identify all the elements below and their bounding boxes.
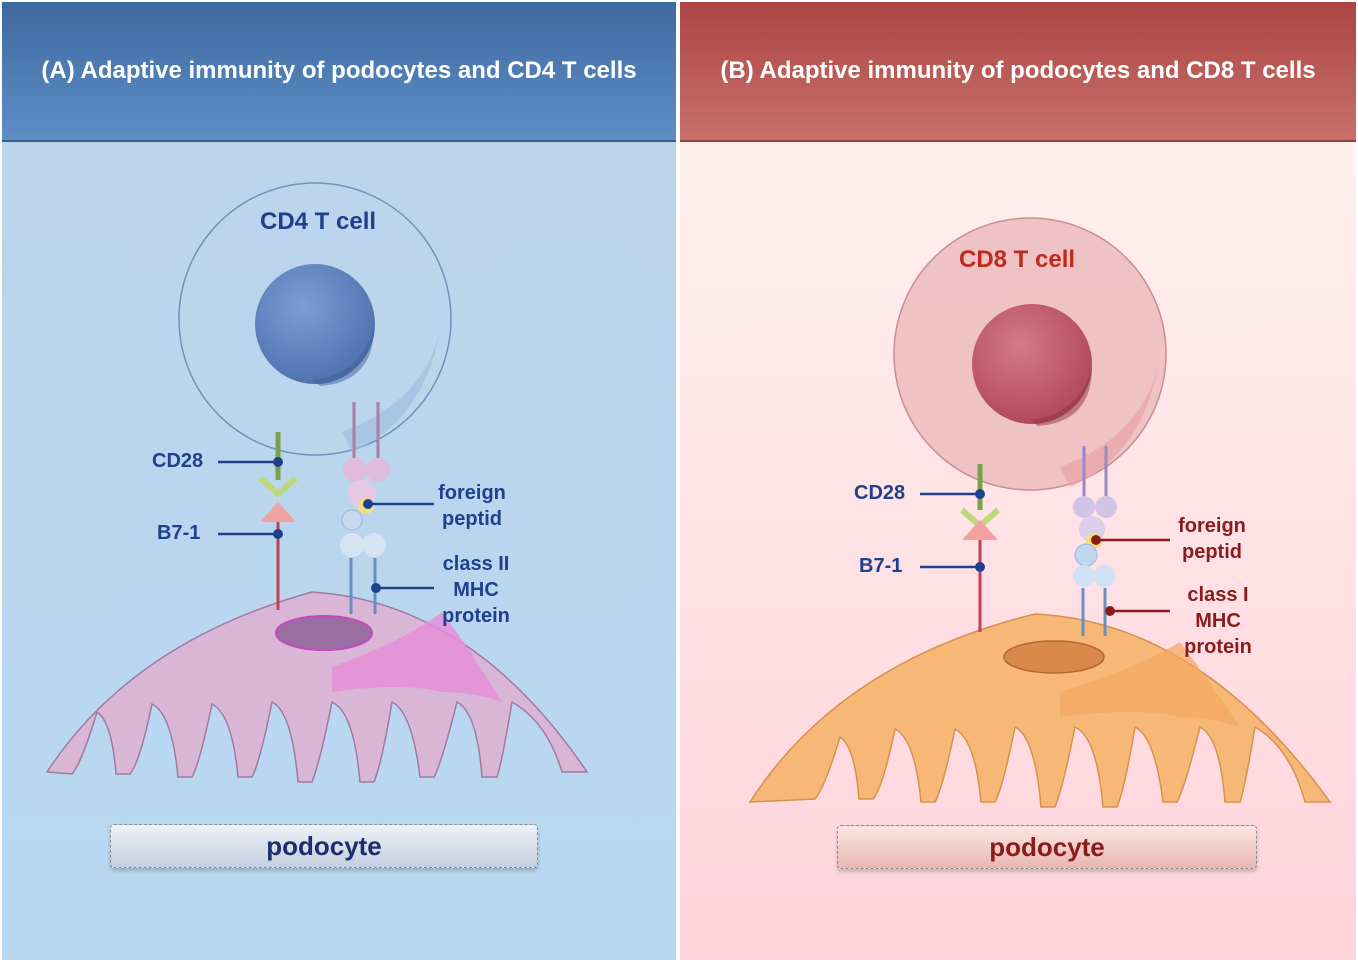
mhc-label: class II MHC protein	[434, 551, 518, 629]
cd28-leader-dot	[273, 457, 283, 467]
nucleus-shadow	[312, 327, 374, 386]
cd28-label: CD28	[152, 450, 204, 472]
cd4-diagram	[45, 182, 589, 783]
mhc-leader-dot	[1105, 606, 1115, 616]
b7-1-label: B7-1	[157, 522, 201, 544]
t-cell-highlight	[342, 332, 440, 452]
b7-1-leader-dot	[975, 562, 985, 572]
cd28-leader-dot	[975, 489, 985, 499]
panel-cd4: (A) Adaptive immunity of podocytes and C…	[0, 0, 678, 962]
foreign-peptide-line-1: foreign	[1178, 515, 1246, 537]
mhc-domain	[1093, 565, 1115, 587]
podocyte-label: podocyte	[989, 831, 1105, 862]
mhc-line-1: class II	[442, 553, 510, 575]
podocyte-nucleus	[275, 615, 373, 651]
foreign-peptide-label: foreign peptid	[1170, 513, 1254, 565]
mhc-line-3: protein	[442, 605, 510, 627]
podocyte-process-highlight	[1060, 642, 1240, 727]
b7-1-ligand	[260, 502, 296, 522]
cd28-label: CD28	[854, 482, 906, 504]
mhc-domain	[362, 533, 386, 557]
peptide-leader-dot	[1091, 535, 1101, 545]
mhc-line-2: MHC	[1195, 610, 1241, 632]
cd8-cell-label: CD8 T cell	[959, 246, 1076, 273]
mhc-domain	[340, 533, 364, 557]
podocyte-process-highlight	[332, 612, 502, 702]
cd4-cell-label: CD4 T cell	[260, 208, 377, 235]
podocyte-label: podocyte	[266, 830, 382, 861]
mhc-line-1: class I	[1187, 584, 1249, 606]
nucleus-shadow	[1030, 367, 1092, 426]
tcr-domain	[343, 458, 367, 482]
cd8-nucleus	[972, 304, 1092, 424]
cd4-nucleus	[255, 264, 375, 384]
panel-a-title: (A) Adaptive immunity of podocytes and C…	[41, 57, 637, 84]
b7-1-ligand	[962, 520, 998, 540]
cd28-receptor	[258, 475, 298, 499]
mhc-domain	[1074, 543, 1098, 567]
podocyte-nucleus	[1003, 640, 1105, 674]
cd8-diagram	[748, 217, 1332, 808]
panel-a-header: (A) Adaptive immunity of podocytes and C…	[2, 2, 676, 142]
tcr-domain	[366, 458, 390, 482]
b7-1-label: B7-1	[859, 555, 903, 577]
foreign-peptide-label: foreign peptid	[432, 480, 512, 532]
foreign-peptide-line-2: peptid	[1182, 541, 1242, 563]
mhc-domain	[341, 509, 363, 531]
tcr-domain	[1073, 496, 1095, 518]
panel-b-title: (B) Adaptive immunity of podocytes and C…	[720, 57, 1316, 84]
podocyte-label-box: podocyte	[110, 824, 538, 868]
tcr-domain	[1095, 496, 1117, 518]
panel-b-header: (B) Adaptive immunity of podocytes and C…	[680, 2, 1356, 142]
peptide-leader-dot	[363, 499, 373, 509]
panel-cd8: (B) Adaptive immunity of podocytes and C…	[678, 0, 1358, 962]
foreign-peptide-line-1: foreign	[438, 482, 506, 504]
podocyte-label-box: podocyte	[837, 825, 1257, 869]
mhc-label: class I MHC protein	[1176, 582, 1260, 660]
foreign-peptide-line-2: peptid	[442, 508, 502, 530]
mhc-domain	[1073, 565, 1095, 587]
mhc-line-3: protein	[1184, 636, 1252, 658]
mhc-leader-dot	[371, 583, 381, 593]
mhc-line-2: MHC	[453, 579, 499, 601]
b7-1-leader-dot	[273, 529, 283, 539]
